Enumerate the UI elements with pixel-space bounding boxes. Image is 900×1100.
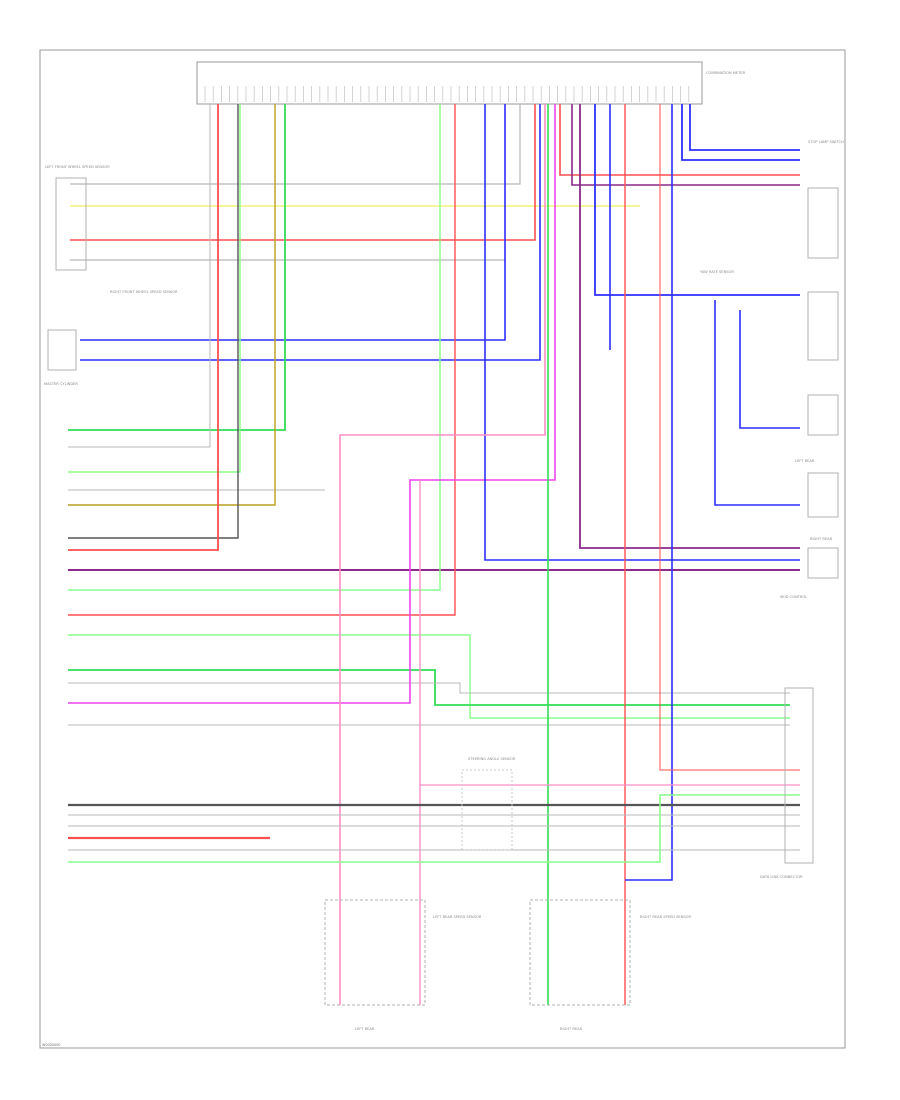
dlc-connector [784,687,814,864]
dlc-label: DATA LINK CONNECTOR [760,875,803,879]
right-rear-speed-sensor-label: RIGHT REAR SPEED SENSOR [640,915,691,919]
wire-r-collector [659,104,800,771]
labels: COMBINATION METER LEFT FRONT WHEEL SPEED… [42,71,844,1047]
wire-l-lgreen3 [68,634,790,719]
wire-mc-blue-2 [80,104,541,361]
wire-l-dark [68,104,239,539]
wire-rrs-blue [625,104,673,881]
right-connector-2 [807,291,839,361]
wire-lf-1 [70,104,521,185]
center-switch-box [461,769,513,851]
right-connector-5 [807,547,839,579]
wire-l-green2 [68,669,790,706]
wire-lr-pink [339,104,546,1005]
left-front-sensor-label: LEFT FRONT WHEEL SPEED SENSOR [45,165,110,169]
components [47,177,839,1006]
wire-lr-blue [739,310,800,429]
wire-r-blue1 [689,104,800,151]
wire-l-green [68,104,286,431]
wire-r-blue2 [681,104,800,161]
wire-l-magenta [68,104,556,704]
wire-l-lgreen [68,104,241,473]
wire-sk-purple [579,104,800,549]
skid-control-label: SKID CONTROL [780,595,807,599]
wires [68,104,800,1005]
right-front-sensor-label: RIGHT FRONT WHEEL SPEED SENSOR [110,290,178,294]
yaw-sensor-label: YAW RATE SENSOR [700,270,734,274]
right-rear-caption: RIGHT REAR [560,1027,583,1031]
left-rear-speed-sensor-label: LEFT REAR SPEED SENSOR [433,915,482,919]
steering-angle-label: STEERING ANGLE SENSOR [468,757,516,761]
diagram-border [39,49,846,1049]
left-sensor-box [55,177,87,271]
master-cylinder-label: MASTER CYLINDER [44,382,78,386]
right-connector-3 [807,394,839,436]
wire-l-lgreen2 [68,104,441,591]
ecu-connector-block [196,61,703,105]
wire-r-purple [571,104,800,186]
left-rear-label: LEFT REAR [795,459,815,463]
master-cylinder-box [47,329,77,371]
ecu-pins [204,86,690,102]
wire-l-red2 [68,104,456,616]
right-rear-sensor-box [529,899,631,1006]
left-rear-sensor-box [324,899,426,1006]
wire-mc-blue-1 [80,104,506,341]
left-rear-caption: LEFT REAR [355,1027,375,1031]
wire-l-gray3 [68,682,790,694]
wire-l-gray1 [68,104,211,448]
wire-y-blue1 [594,104,800,296]
wire-rr-blue [714,300,800,506]
wire-l-red [68,104,219,551]
wire-lf-red [70,104,536,241]
wire-sk-blue [484,104,800,561]
right-connector-4 [807,472,839,518]
footer-code: W0000000 [42,1043,60,1047]
right-connector-1 [807,187,839,259]
right-rear-label: RIGHT REAR [810,537,833,541]
wire-r-red1 [559,104,800,176]
wire-bundle-lgreen [68,794,800,863]
ecu-label: COMBINATION METER [706,71,746,75]
wire-l-olive [68,104,276,506]
stop-lamp-label: STOP LAMP SWITCH [808,140,844,144]
